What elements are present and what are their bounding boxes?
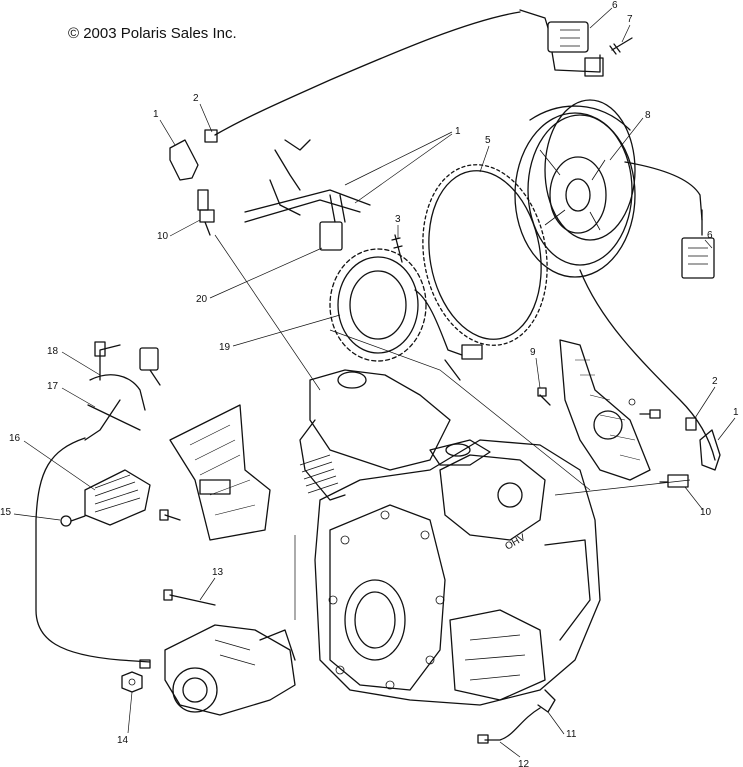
callout-2-cap-right: 2 [694,376,718,419]
callout-6-coil-top: 6 [589,0,618,29]
svg-text:15: 15 [0,507,12,518]
svg-text:17: 17 [47,381,59,392]
svg-text:2: 2 [193,93,199,104]
svg-text:5: 5 [485,135,491,146]
svg-text:3: 3 [395,214,401,225]
svg-text:10: 10 [700,507,712,518]
engine-block [299,369,601,706]
callout-13-starter-bolt: 13 [199,567,224,601]
callout-8-flywheel: 8 [609,110,651,161]
wiring-lines [35,11,716,663]
svg-text:11: 11 [566,729,577,740]
bolt-3 [391,234,403,263]
flywheel [514,99,636,278]
callout-5-ring-gear: 5 [479,135,491,173]
ring-gear [422,164,548,346]
copyright-notice: © 2003 Polaris Sales Inc. [68,25,237,42]
callout-20-connector: 20 [196,247,323,305]
svg-text:16: 16 [9,433,21,444]
svg-text:19: 19 [219,342,231,353]
callout-11-sensor: 11 [547,711,577,740]
spark-plug-cap-left [169,129,218,181]
svg-text:1: 1 [455,126,461,137]
speed-sensor [477,689,556,744]
ignition-coil-right [681,209,715,279]
svg-text:1: 1 [733,407,739,418]
svg-text:7: 7 [627,14,633,25]
spark-plug-left [197,189,215,236]
svg-text:1: 1 [153,109,159,120]
starter-motor [164,624,296,716]
engine-stamp: OHV [503,532,528,553]
svg-text:2: 2 [712,376,718,387]
callout-2-cap-left: 2 [193,93,213,133]
callout-1-harness: 1 [344,126,461,204]
starter-bolt [163,589,216,606]
svg-text:9: 9 [530,347,536,358]
callout-17-tie: 17 [47,381,96,408]
ignition-coil-top [519,9,604,77]
callout-15-bolt: 15 [0,507,61,521]
callout-12-sensor-tip: 12 [499,741,530,767]
callout-6-coil-right: 6 [704,230,713,249]
callout-19-stator: 19 [219,314,341,353]
svg-text:14: 14 [117,735,129,746]
spark-plug-right [659,474,689,488]
callout-14-nut: 14 [117,691,133,746]
bolt-bracket [159,509,181,521]
callout-7-bolt: 7 [621,14,633,43]
svg-text:8: 8 [645,110,651,121]
svg-text:18: 18 [47,346,59,357]
callout-10-plug-left: 10 [157,219,201,242]
svg-text:20: 20 [196,294,208,305]
svg-text:6: 6 [612,0,618,11]
svg-text:6: 6 [707,230,713,241]
callout-16-regulator: 16 [9,433,96,491]
callout-1-cap-left: 1 [153,109,176,146]
callout-10-plug-right: 10 [684,486,712,518]
bolt-right-plate [639,409,661,419]
svg-text:10: 10 [157,231,169,242]
bolt-9 [537,387,551,406]
stator [329,248,483,381]
wire-harness-upper [244,139,371,251]
voltage-regulator [84,469,151,526]
starter-nut [121,671,143,693]
bolt-7 [609,37,633,55]
air-shroud-bracket [169,404,271,541]
callout-1-cap-right: 1 [717,407,739,441]
spark-plug-cap-right [685,417,721,471]
svg-text:12: 12 [518,759,530,767]
cable-tie [87,404,141,431]
svg-text:13: 13 [212,567,224,578]
callout-18-harness: 18 [47,346,101,376]
starter-washer [139,659,151,669]
bolt-15 [60,515,86,527]
callout-9-bolt: 9 [530,347,541,389]
rear-cover-plate [559,339,651,481]
wire-harness-left [84,341,161,441]
callout-3-bolt: 3 [395,214,401,238]
